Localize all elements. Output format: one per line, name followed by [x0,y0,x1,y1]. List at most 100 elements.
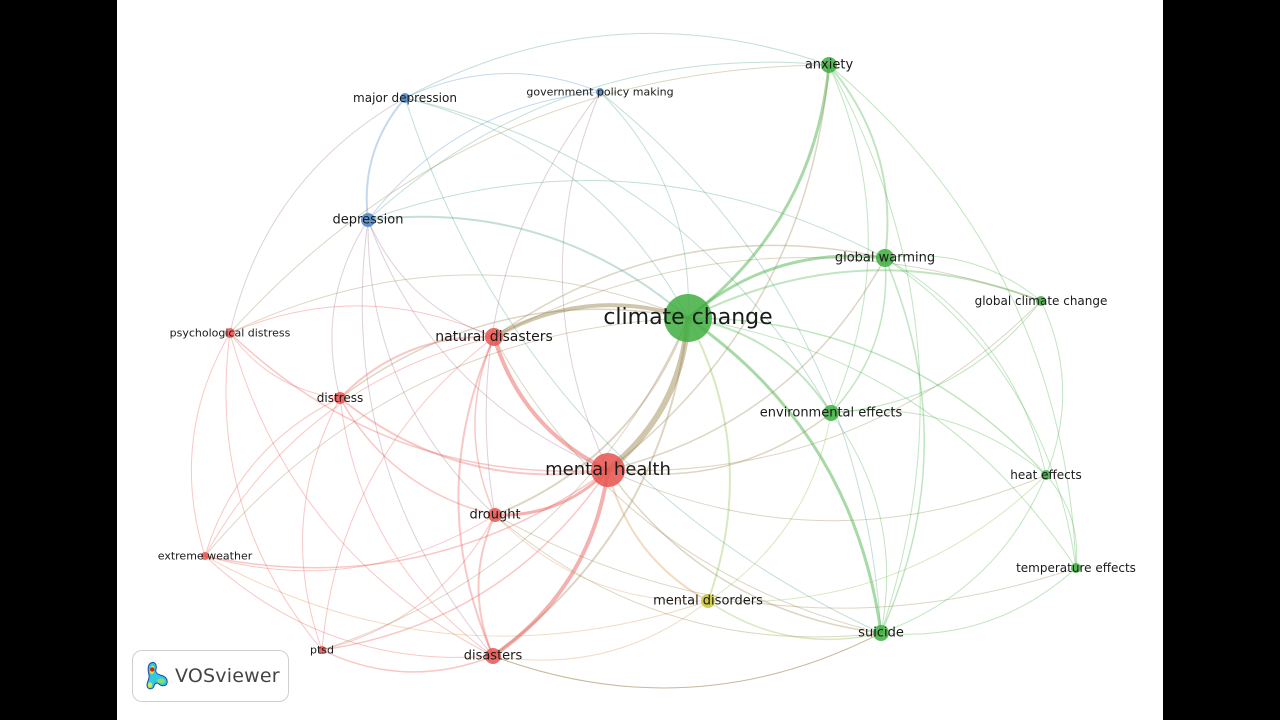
edge-disasters-suicide [492,632,882,689]
edge-climate_change-global_climate_change [687,269,1042,319]
nodes-layer [201,57,1081,664]
node-drought[interactable] [488,508,502,522]
edge-government_policy_making-drought [485,91,601,516]
vosviewer-heatmap-icon [146,662,168,690]
node-label-heat-effects[interactable]: heat effects [1010,468,1082,482]
edge-anxiety-environmental_effects [828,64,869,414]
node-natural-disasters[interactable] [485,328,503,346]
edge-global_warming-natural_disasters [493,244,886,338]
network-canvas[interactable]: climate change mental health natural disas… [117,0,1163,720]
node-heat-effects[interactable] [1041,470,1051,480]
node-suicide[interactable] [873,625,889,641]
edge-major_depression-environmental_effects [404,97,832,414]
node-label-mental-disorders[interactable]: mental disorders [653,593,763,609]
edge-climate_change-natural_disasters [493,303,689,339]
node-global-warming[interactable] [876,249,894,267]
node-label-suicide[interactable]: suicide [858,625,904,641]
edge-mental_health-global_climate_change [607,300,1042,472]
node-extreme-weather[interactable] [201,552,209,560]
edge-climate_change-drought [494,317,689,516]
edge-climate_change-mental_disorders [687,317,731,602]
edge-anxiety-psychological_distress [229,64,830,334]
edge-mental_health-environmental_effects [607,412,832,476]
network-visualization[interactable] [117,0,1163,720]
node-label-ptsd[interactable]: ptsd [309,643,335,657]
node-depression[interactable] [361,213,375,227]
node-anxiety[interactable] [821,57,837,73]
edge-global_climate_change-environmental_effects [830,300,1042,414]
edge-natural_disasters-depression [367,219,495,338]
node-distress[interactable] [334,392,346,404]
node-label-drought[interactable]: drought [469,507,521,523]
edge-global_warming-heat_effects [884,257,1047,476]
node-label-major-depression[interactable]: major depression [353,91,457,105]
node-mental-disorders[interactable] [701,594,715,608]
node-disasters[interactable] [485,648,501,664]
node-global-climate-change[interactable] [1036,296,1046,306]
edge-drought-extreme_weather [204,514,496,572]
edge-global_warming-environmental_effects [830,257,887,414]
edges-layer [190,32,1078,689]
node-ptsd[interactable] [318,646,326,654]
edge-climate_change-global_warming [687,254,886,320]
edge-major_depression-psychological_distress [229,97,406,334]
vosviewer-logo[interactable]: VOSviewer [132,650,289,702]
edge-climate_change-major_depression [404,97,689,319]
edge-disasters-mental_disorders [492,600,709,661]
node-environmental-effects[interactable] [823,405,839,421]
edge-disasters-distress [339,397,494,657]
edge-anxiety-temperature_effects [828,64,1077,569]
edge-anxiety-suicide [828,64,921,634]
node-label-extreme-weather[interactable]: extreme weather [157,549,253,563]
node-label-climate-change[interactable]: climate change [603,305,773,330]
node-label-psychological-distress[interactable]: psychological distress [169,326,291,340]
edge-temperature_effects-suicide [880,567,1077,635]
node-label-disasters[interactable]: disasters [463,648,523,664]
node-mental-health[interactable] [591,453,625,487]
vosviewer-logo-text: VOSviewer [175,665,280,687]
edge-mental_health-suicide [607,469,882,634]
node-label-government-policy-making[interactable]: government policy making [526,85,674,99]
node-label-distress[interactable]: distress [316,391,364,405]
node-label-mental-health[interactable]: mental health [545,459,671,480]
edge-depression-anxiety [367,61,830,221]
edge-mental_health-global_warming [607,257,886,471]
edge-natural_disasters-extreme_weather [204,336,495,557]
edge-mental_health-depression [367,219,609,471]
node-label-global-climate-change[interactable]: global climate change [974,294,1108,308]
edge-environmental_effects-suicide [830,412,888,634]
node-climate-change[interactable] [664,294,712,342]
edge-major_depression-government_policy_making [404,72,601,99]
node-temperature-effects[interactable] [1071,563,1081,573]
edge-environmental_effects-mental_disorders [707,412,832,602]
node-label-anxiety[interactable]: anxiety [804,57,854,73]
edge-climate_change-government_policy_making [599,91,689,319]
edge-climate_change-anxiety [687,64,831,320]
edge-psychological_distress-extreme_weather [190,332,231,557]
edge-distress-extreme_weather [204,397,341,557]
edge-climate_change-temperature_effects [687,317,1077,569]
edge-disasters-psychological_distress [229,332,494,657]
node-psychological-distress[interactable] [225,328,235,338]
edge-anxiety-major_depression [404,32,830,99]
edge-environmental_effects-heat_effects [830,409,1047,476]
edge-anxiety-global_warming [828,64,889,259]
node-label-global-warming[interactable]: global warming [834,250,936,266]
edge-government_policy_making-mental_health [561,91,609,471]
edge-drought-suicide [494,514,882,638]
edge-climate_change-suicide [687,316,883,634]
edge-mental_health-anxiety [607,64,830,471]
edge-natural_disasters-suicide [493,336,882,634]
node-label-temperature-effects[interactable]: temperature effects [1016,561,1136,575]
node-label-natural-disasters[interactable]: natural disasters [435,329,553,345]
edge-drought-depression [367,219,496,516]
edge-mental_health-ptsd [321,469,609,651]
edge-climate_change-disasters [492,317,689,657]
edge-major_depression-suicide [404,97,882,634]
node-major-depression[interactable] [400,93,410,103]
node-label-environmental-effects[interactable]: environmental effects [759,405,903,421]
node-label-depression[interactable]: depression [332,212,404,228]
node-government-policy-making[interactable] [596,88,604,96]
edge-global_warming-suicide [880,257,925,634]
edge-psychological_distress-ptsd [225,332,323,651]
